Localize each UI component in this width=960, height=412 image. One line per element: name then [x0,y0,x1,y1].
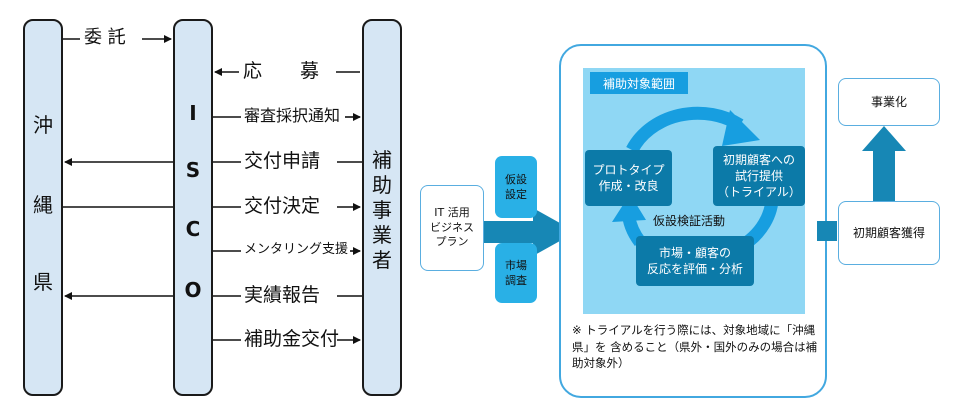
itaku-label: 委 託 [84,27,126,48]
step-apply: 応 募 [243,60,320,82]
hypothesis-text: 仮設 設定 [505,172,527,201]
isco-char: O [184,278,202,302]
cycle-label: 仮設検証活動 [653,214,726,228]
isco-label: I S C O [173,0,213,412]
hypothesis-pill: 仮設 設定 [495,156,537,218]
scope-tag: 補助対象範囲 [590,72,688,94]
step-request: 交付申請 [244,150,321,172]
trial-box: 初期顧客への 試行提供 （トライアル） [713,146,805,206]
prototype-box: プロトタイプ 作成・改良 [585,150,672,206]
applicant-label: 補 助 事 業 者 [362,0,402,412]
it-plan-text: IT 活用 ビジネス プラン [430,205,474,249]
isco-char: C [185,217,201,241]
prototype-text: プロトタイプ 作成・改良 [592,162,665,193]
initial-customer-text: 初期顧客獲得 [852,225,925,240]
evaluate-text: 市場・顧客の 反応を評価・分析 [646,245,743,276]
pillar-isco [173,19,213,396]
isco-char: S [185,158,201,182]
market-research-pill: 市場 調査 [495,243,537,303]
okinawa-label: 沖 縄 県 [23,0,63,412]
step-decision: 交付決定 [244,195,321,217]
business-text: 事業化 [870,94,907,109]
it-plan-box: IT 活用 ビジネス プラン [420,185,484,271]
trial-text: 初期顧客への 試行提供 （トライアル） [717,152,801,200]
applicant-char: 業 [372,223,392,247]
pillar-okinawa [23,19,63,396]
scope-note: ※ トライアルを行う際には、対象地域に「沖縄県」を 含めること（県外・国外のみの… [572,323,818,371]
pillar-applicant [362,19,402,396]
step-notice: 審査採択通知 [244,106,341,125]
market-research-text: 市場 調査 [505,258,527,287]
applicant-char: 事 [372,198,392,222]
isco-char: I [189,101,197,125]
okinawa-char: 縄 [33,193,53,217]
applicant-char: 補 [372,148,392,172]
okinawa-char: 県 [33,270,53,294]
initial-customer-box: 初期顧客獲得 [838,201,940,265]
step-mentoring: メンタリング支援 [244,242,349,257]
evaluate-box: 市場・顧客の 反応を評価・分析 [636,236,754,286]
business-box: 事業化 [838,78,940,126]
step-grant: 補助金交付 [244,328,340,350]
step-report: 実績報告 [244,284,321,306]
applicant-char: 者 [372,248,392,272]
okinawa-char: 沖 [33,113,53,137]
applicant-char: 助 [372,173,392,197]
